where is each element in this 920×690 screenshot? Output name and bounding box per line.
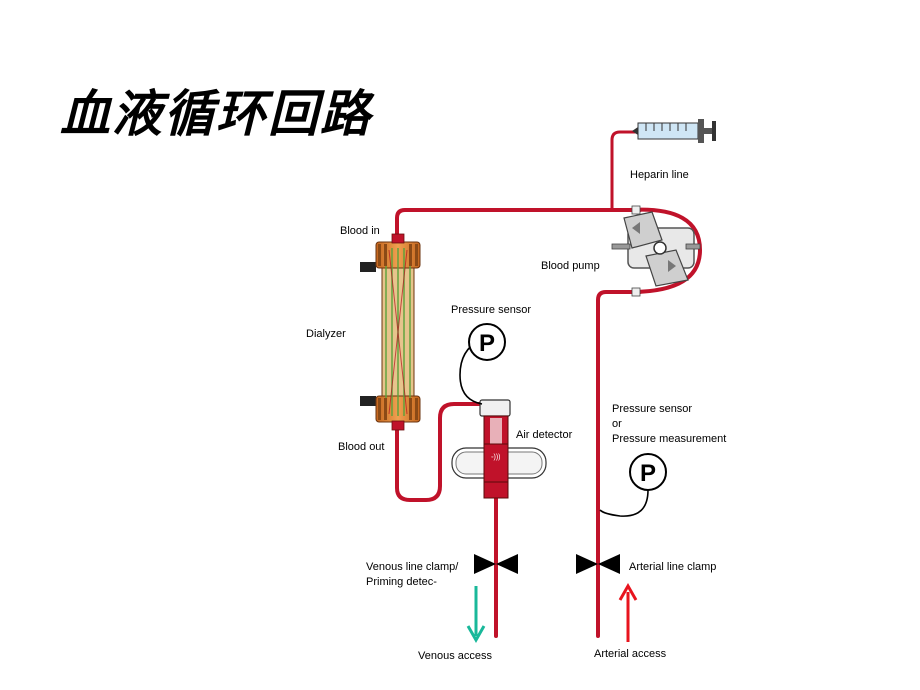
air-detector-label: Air detector (516, 429, 573, 441)
arterial-pressure-sensor: P (599, 453, 667, 517)
line-to-dialyzer-in (395, 208, 642, 238)
blood-pump-label: Blood pump (541, 260, 600, 272)
arterial-pressure-label-1: Pressure sensor (612, 403, 692, 415)
blood-lines (395, 130, 702, 638)
venous-access-label: Venous access (418, 650, 492, 662)
arterial-access-arrow (618, 582, 638, 642)
venous-clamp-label-2: Priming detec- (366, 576, 437, 588)
dialyzer (360, 233, 421, 431)
arterial-access-label: Arterial access (594, 648, 667, 660)
heparin-syringe (632, 119, 716, 143)
arterial-pressure-label-2: or (612, 418, 622, 430)
venous-pressure-sensor-label: Pressure sensor (451, 304, 531, 316)
pump-tube-arc (628, 207, 702, 294)
arterial-p-symbol: P (640, 460, 656, 487)
arterial-line-clamp (576, 554, 620, 574)
blood-in-label: Blood in (340, 225, 380, 237)
svg-text:◦))): ◦))) (491, 454, 500, 461)
venous-access-arrow (466, 586, 486, 644)
blood-pump (611, 205, 701, 297)
page-title: 血液循环回路 (60, 85, 372, 143)
arterial-line (596, 290, 642, 638)
dialyzer-label: Dialyzer (306, 328, 346, 340)
blood-out-label: Blood out (338, 441, 384, 453)
heparin-line-label: Heparin line (630, 169, 689, 181)
air-detector-housing: ◦))) (451, 443, 547, 483)
arterial-pressure-label-3: Pressure measurement (612, 433, 726, 445)
venous-clamp-label-1: Venous line clamp/ (366, 561, 459, 573)
venous-pressure-sensor: P (459, 323, 506, 405)
heparin-tube (610, 130, 642, 212)
venous-p-symbol: P (479, 330, 495, 357)
arterial-clamp-label: Arterial line clamp (629, 561, 716, 573)
venous-line-clamp (474, 554, 518, 574)
line-from-dialyzer-out (395, 402, 486, 502)
